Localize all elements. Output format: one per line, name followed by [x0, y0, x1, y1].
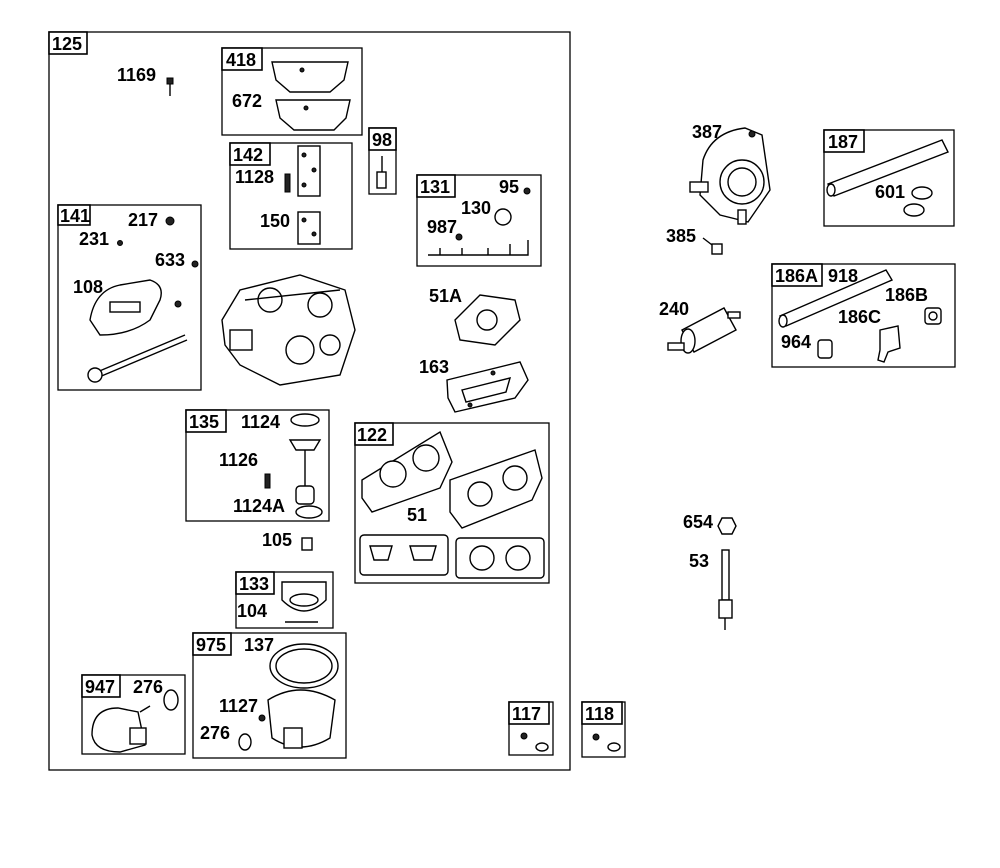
part-385-label: 385	[666, 226, 696, 246]
part-1127-label: 1127	[219, 696, 258, 716]
part-601-label: 601	[875, 182, 905, 202]
gasket-51a-icon	[454, 294, 521, 346]
fuel-line-186a-icon	[778, 269, 942, 363]
group-141-tag: 141	[60, 206, 90, 226]
part-1126-label: 1126	[219, 450, 258, 470]
part-105-label: 105	[262, 530, 292, 550]
part-137-label: 137	[244, 635, 274, 655]
gasket-set-122-icon	[359, 430, 545, 579]
group-131-tag: 131	[420, 177, 450, 197]
group-142-tag: 142	[233, 145, 263, 165]
fitting-385-icon	[702, 237, 723, 255]
group-975-tag: 975	[196, 635, 226, 655]
group-947-frame	[81, 674, 186, 755]
group-186a-tag: 186A	[775, 266, 818, 286]
part-108-label: 108	[73, 277, 103, 297]
part-53-label: 53	[689, 551, 709, 571]
group-418-frame	[221, 47, 363, 136]
part-1124a-label: 1124A	[233, 496, 285, 516]
float-135-icon	[264, 413, 323, 519]
group-141-frame	[57, 204, 202, 391]
group-133-tag: 133	[239, 574, 269, 594]
part-387-label: 387	[692, 122, 722, 142]
kit-117-icon	[520, 732, 549, 752]
part-163-label: 163	[419, 357, 449, 377]
part-964-label: 964	[781, 332, 811, 352]
part-918-label: 918	[828, 266, 858, 286]
group-122-frame	[354, 422, 550, 584]
group-186a-frame	[771, 263, 956, 368]
solenoid-947-icon	[91, 689, 179, 753]
group-125-frame	[48, 31, 571, 771]
group-125-tag: 125	[52, 34, 82, 54]
part-240-label: 240	[659, 299, 689, 319]
part-276a-label: 276	[133, 677, 163, 697]
plate-131-icon	[428, 187, 531, 256]
part-1169-label: 1169	[117, 65, 156, 85]
fuel-line-187-icon	[826, 139, 949, 217]
fuel-pump-387-icon	[689, 127, 771, 225]
float-bowl-975-icon	[238, 643, 339, 751]
part-104-label: 104	[237, 601, 267, 621]
nut-654-icon	[717, 517, 737, 535]
part-51a-label: 51A	[429, 286, 462, 306]
group-118-tag: 118	[585, 704, 614, 724]
part-1128-label: 1128	[235, 167, 274, 187]
jet-98-icon	[376, 156, 387, 189]
gasket-163-icon	[446, 361, 529, 413]
part-51-label: 51	[407, 505, 427, 525]
part-1124-label: 1124	[241, 412, 280, 432]
group-122-tag: 122	[357, 425, 387, 445]
part-276b-label: 276	[200, 723, 230, 743]
part-633-label: 633	[155, 250, 185, 270]
fuel-filter-240-icon	[667, 307, 741, 354]
group-187-frame	[823, 129, 955, 227]
kit-118-icon	[592, 733, 621, 752]
part-217-label: 217	[128, 210, 158, 230]
group-117-tag: 117	[512, 704, 541, 724]
group-418-tag: 418	[226, 50, 256, 70]
part-95-label: 95	[499, 177, 519, 197]
group-135-tag: 135	[189, 412, 219, 432]
part-130-label: 130	[461, 198, 491, 218]
group-975-frame	[192, 632, 347, 759]
group-133-frame	[235, 571, 334, 629]
stud-53-icon	[718, 549, 733, 630]
part-987-label: 987	[427, 217, 457, 237]
group-187-tag: 187	[828, 132, 858, 152]
throttle-shaft-141-icon	[87, 216, 199, 383]
gasket-plate-672-icon	[271, 61, 351, 131]
part-105-icon	[301, 537, 313, 551]
bracket-142-icon	[284, 145, 321, 245]
group-131-frame	[416, 174, 542, 267]
needle-valve-133-icon	[281, 581, 327, 623]
part-231-label: 231	[79, 229, 109, 249]
group-135-frame	[185, 409, 330, 522]
carburetor-body-icon	[221, 274, 356, 386]
part-654-label: 654	[683, 512, 713, 532]
group-98-tag: 98	[372, 130, 392, 150]
part-186c-label: 186C	[838, 307, 881, 327]
part-150-label: 150	[260, 211, 290, 231]
group-142-frame	[229, 142, 353, 250]
part-672-label: 672	[232, 91, 262, 111]
part-186b-label: 186B	[885, 285, 928, 305]
screw-1169-icon	[166, 77, 174, 96]
group-947-tag: 947	[85, 677, 115, 697]
